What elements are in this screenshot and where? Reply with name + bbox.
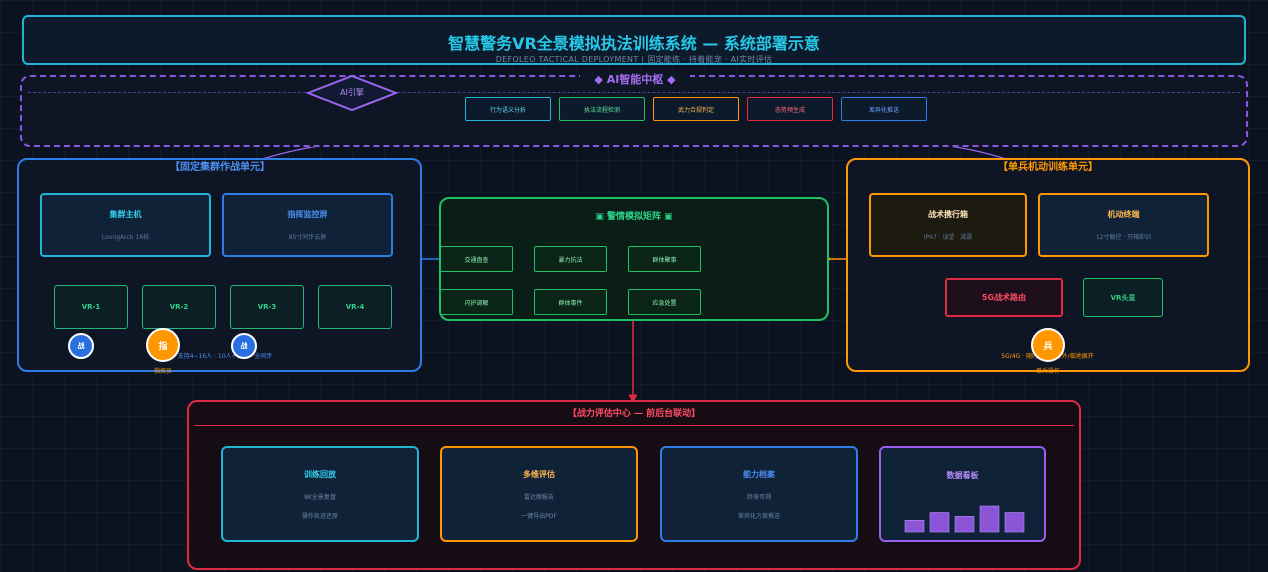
mobile-unit-label: 【单兵机动训练单元】 <box>998 161 1098 173</box>
ai-hub-label: ◆ AI智能中枢 ◆ <box>580 72 690 86</box>
eval-box-replay: 训练回放 8K全景复盘 操作轨迹还原 <box>221 446 419 542</box>
eval-assessment-line-1: 雷达图报告 <box>523 493 554 501</box>
ai-engine-label: AI引擎 <box>340 87 364 97</box>
vr-station-2: VR-2 <box>142 285 216 329</box>
ai-hub-divider <box>28 92 1240 93</box>
fixed-unit-note: 支持4~16人 · 10人+协同 · 全同步 <box>177 352 273 360</box>
eval-box-assessment: 多维评估 雷达图报告 一键导出PDF <box>440 446 638 542</box>
page-subtitle: DEFOLEO TACTICAL DEPLOYMENT | 固定能练 · 持着能… <box>495 55 773 64</box>
page-title: 智慧警务VR全景模拟执法训练系统 — 系统部署示意 <box>448 34 820 53</box>
dashboard-bar-1 <box>904 519 925 533</box>
matrix-cell-violence: 暴力抗法 <box>534 246 607 272</box>
matrix-cell-mass-event: 群体事件 <box>534 289 607 315</box>
mobile-terminal-sub: 12寸触控 · 开箱即训 <box>1095 234 1152 241</box>
mobile-terminal-title: 机动终端 <box>1107 210 1140 219</box>
eval-replay-line-2: 操作轨迹还原 <box>301 512 338 520</box>
tactical-case-sub: IP67 · 误望 · 减震 <box>923 234 973 241</box>
eval-profile-title: 能力档案 <box>743 469 775 479</box>
mobile-terminal-box: 机动终端 12寸触控 · 开箱即训 <box>1038 193 1209 257</box>
vr-station-4: VR-4 <box>318 285 392 329</box>
fighter-badge-2: 战 <box>231 333 257 359</box>
eval-profile-line-1: 终身可溯 <box>746 493 771 501</box>
eval-replay-title: 训练回放 <box>304 469 336 479</box>
dashboard-bar-3 <box>954 516 975 533</box>
matrix-cell-traffic: 交通盘查 <box>440 246 513 272</box>
tactical-case-box: 战术携行箱 IP67 · 误望 · 减震 <box>869 193 1027 257</box>
cluster-host-box: 集群主机 LoongArch 16核 <box>40 193 211 257</box>
commander-caption: 指挥员 <box>153 367 172 375</box>
cluster-host-title: 集群主机 <box>109 210 142 219</box>
soldier-caption: 单兵操作 <box>1035 367 1060 375</box>
commander-badge: 指 <box>146 328 180 362</box>
eval-assessment-title: 多维评估 <box>523 469 555 479</box>
vr-headset-box: VR头显 <box>1083 278 1163 317</box>
ai-module-situation: 态势预生成 <box>747 97 833 121</box>
command-monitor-sub: 85寸同步云屏 <box>288 234 327 241</box>
eval-assessment-line-2: 一键导出PDF <box>521 512 557 520</box>
matrix-cell-mediation: 闪护调解 <box>440 289 513 315</box>
cluster-host-sub: LoongArch 16核 <box>101 234 150 241</box>
fixed-unit-label: 【固定集群作战单元】 <box>170 161 270 173</box>
ai-module-push: 差异化推送 <box>841 97 927 121</box>
ai-module-procedure: 执法流程检测 <box>559 97 645 121</box>
eval-profile-line-2: 差异化方案推送 <box>737 512 780 520</box>
soldier-badge: 兵 <box>1031 328 1065 362</box>
tactical-router-box: 5G战术路由 <box>945 278 1063 317</box>
fighter-badge-1: 战 <box>68 333 94 359</box>
command-monitor-box: 指挥监控屏 85寸同步云屏 <box>222 193 393 257</box>
matrix-cell-crowd: 群体聚事 <box>628 246 701 272</box>
evaluation-center-label: 【战力评估中心 — 前后台联动】 <box>567 408 701 419</box>
dashboard-bar-2 <box>929 512 950 533</box>
eval-box-profile: 能力档案 终身可溯 差异化方案推送 <box>660 446 858 542</box>
vr-station-1: VR-1 <box>54 285 128 329</box>
vr-station-3: VR-3 <box>230 285 304 329</box>
dashboard-bar-chart <box>904 505 1025 533</box>
ai-module-force: 武力合规判定 <box>653 97 739 121</box>
command-monitor-title: 指挥监控屏 <box>287 210 328 219</box>
title-banner: 智慧警务VR全景模拟执法训练系统 — 系统部署示意 <box>22 15 1246 65</box>
eval-box-dashboard: 数据看板 <box>879 446 1046 542</box>
tactical-case-title: 战术携行箱 <box>928 210 968 219</box>
ai-engine-diamond <box>306 74 398 112</box>
matrix-cell-emergency: 应急处置 <box>628 289 701 315</box>
ai-module-behavior: 行为语义分析 <box>465 97 551 121</box>
eval-replay-line-1: 8K全景复盘 <box>304 493 336 501</box>
evaluation-divider <box>194 425 1074 426</box>
eval-dashboard-title: 数据看板 <box>946 471 979 480</box>
incident-matrix-title: ▣ 警情模拟矩阵 ▣ <box>595 211 673 222</box>
dashboard-bar-5 <box>1004 512 1025 533</box>
dashboard-bar-4 <box>979 505 1000 533</box>
